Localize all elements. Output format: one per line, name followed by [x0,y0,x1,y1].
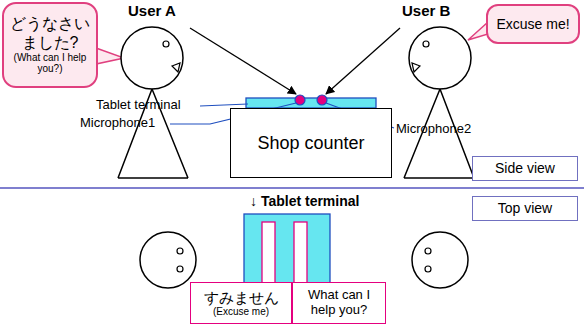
bubble-tail [96,48,124,64]
tablet-top [244,214,330,284]
counter-box: Shop counter [230,108,392,178]
eye [177,266,183,272]
node-text: Excuse me! [496,16,569,32]
microphone [317,95,327,105]
speech-bubble: Excuse me! [486,4,580,44]
head-top [412,232,468,288]
part-label: ↓ Tablet terminal [250,193,359,209]
speech-arrow [326,28,400,94]
node-text: Shop counter [257,133,364,154]
part-label: Microphone2 [396,122,471,137]
view-tag: Side view [472,156,578,181]
node-text: What can I help you? [297,288,381,318]
eye [425,266,431,272]
leader-line [200,104,248,106]
mouth [172,63,180,72]
microphone [295,95,305,105]
eye [163,41,169,47]
tablet-side [246,98,376,108]
head [409,27,471,89]
screen-text-box: What can I help you? [292,282,386,324]
part-label: Tablet terminal [96,98,181,113]
screen-strip [294,222,307,284]
screen-strip [262,222,275,284]
view-tag: Top view [472,196,578,221]
node-text: どうなさい ました? [8,15,92,52]
separator [0,187,584,189]
node-text: Side view [495,160,555,176]
speech-arrow [190,28,296,94]
speech-bubble: どうなさい ました?(What can I help you?) [2,2,98,88]
head-top [140,232,196,288]
mouth [412,63,420,72]
node-text: すみません [204,289,279,306]
screen-text-box: すみません(Excuse me) [190,282,292,324]
eye [423,41,429,47]
node-text: (Excuse me) [213,306,269,318]
user-label: User B [402,2,450,19]
node-text: (What can I help you?) [8,52,92,75]
bubble-tail [468,22,488,40]
eye [177,248,183,254]
user-label: User A [128,2,176,19]
eye [425,248,431,254]
node-text: Top view [498,200,552,216]
part-label: Microphone1 [80,116,155,131]
head [121,27,183,89]
